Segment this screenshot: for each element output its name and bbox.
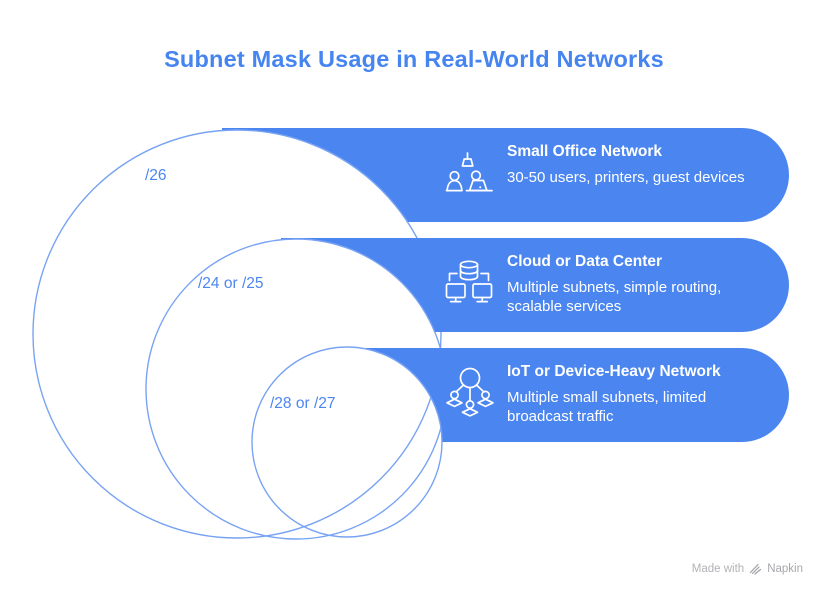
pill-description: 30-50 users, printers, guest devices xyxy=(507,169,745,186)
circle-slash26 xyxy=(32,129,442,539)
watermark-prefix: Made with xyxy=(691,562,745,575)
ring-label-26: /26 xyxy=(145,167,167,184)
pill-data-center xyxy=(281,238,789,332)
pill-text-small-office: Small Office Network 30-50 users, printe… xyxy=(507,143,783,187)
pill-title: Cloud or Data Center xyxy=(507,253,663,270)
watermark: Made with Napkin xyxy=(692,562,803,575)
watermark-brand: Napkin xyxy=(767,562,803,575)
pill-title: IoT or Device-Heavy Network xyxy=(507,363,721,380)
diagram-title: Subnet Mask Usage in Real-World Networks xyxy=(164,46,664,72)
pill-title: Small Office Network xyxy=(507,143,663,160)
office-workers-icon xyxy=(445,152,493,192)
napkin-logo-icon xyxy=(750,563,762,575)
pill-text-iot-network: IoT or Device-Heavy Network Multiple sma… xyxy=(507,363,783,426)
iot-network-icon xyxy=(446,367,494,417)
circle-slash28-27 xyxy=(251,346,443,538)
ring-label-28-27: /28 or /27 xyxy=(270,395,336,412)
pill-description: Multiple subnets, simple routing, scalab… xyxy=(507,279,722,315)
ring-label-24-25: /24 or /25 xyxy=(198,275,264,292)
pill-description: Multiple small subnets, limited broadcas… xyxy=(507,389,707,425)
pill-iot-network xyxy=(332,348,789,442)
pill-text-data-center: Cloud or Data Center Multiple subnets, s… xyxy=(507,253,783,316)
data-center-icon xyxy=(445,260,493,303)
pill-small-office xyxy=(222,128,789,222)
